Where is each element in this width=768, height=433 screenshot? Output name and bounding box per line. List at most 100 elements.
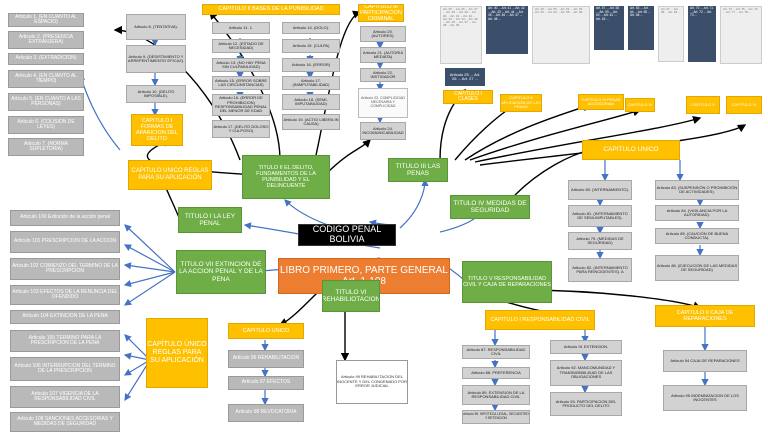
- cap-caja-reparaciones-label: CAPITULO II CAJA DE REPARACIONES: [676, 309, 734, 322]
- codigo-penal-box: CODIGO PENAL BOLIVIA: [298, 224, 396, 246]
- rehab-art-96-label: Articulo 96 REHABILITACION: [232, 355, 300, 362]
- titulo-6[interactable]: TITULO VI REHABILIOTACION: [322, 280, 380, 312]
- ley-art-1: Articulo 1. (EN CUANTO AL ESPACIO): [8, 13, 84, 27]
- titulo-3[interactable]: TITULO III LAS PENAS: [388, 158, 448, 182]
- rc-art-91-label: Articulo 91 EXTENSION.: [563, 343, 609, 349]
- pun2-4: Articulo 18. (SEMI-IMPUTABILIDAD): [282, 94, 340, 110]
- pun2-4-label: Articulo 18. (SEMI-IMPUTABILIDAD): [294, 96, 328, 106]
- formas-art-8-label: Articulo 8. (TENTATIVA).: [134, 23, 178, 29]
- ext-art-107: Articulo 107 VIGENCIA DE LA RESPONSABILI…: [10, 386, 120, 408]
- pun1-3: Articulo 15. (ERROR SOBRE LAS CIRCUNSTAN…: [212, 76, 270, 90]
- cap-small-3-label: CAPITULO IV: [627, 101, 653, 107]
- cap-unico-rehab-label: CAPITULO UNICO: [242, 327, 290, 334]
- part-art-24-label: Articulo 24. INCOMUNICABILIDAD: [362, 125, 404, 135]
- formas-art-8: Articulo 8. (TENTATIVA).: [126, 14, 186, 40]
- titulo-4-label: TITULO IV MEDIDAS DE SEGURIDAD: [453, 199, 527, 214]
- ext-art-105: Articulo 105 TERMINO PARA LA PRESCRIPCIO…: [10, 330, 120, 352]
- cap-small-2-label: CAPITULO III PENAS ACCESORIAS: [581, 96, 621, 106]
- rehab-art-99-label: Articulo 99 REHABILITACION DEL INOCENTE …: [337, 374, 407, 389]
- rc-art-91: Articulo 91 EXTENSION.: [550, 340, 622, 354]
- pun1-5-label: Articulo 17. (DELITO DOLOSO Y CULPOSO): [213, 123, 269, 133]
- part-note: Articulo 23. COMPLICIDAD NECESARIA Y COM…: [358, 88, 408, 118]
- pun1-1-label: Articulo 12. (ESTADO DE NECESIDAD): [218, 40, 264, 50]
- pun2-3-label: Articulo 17. (INIMPUTABILIDAD): [292, 77, 330, 87]
- med-art-85: Articulo 85. (CAUCIÓN DE BUENA CONDUCTA)…: [655, 228, 739, 244]
- penas-list-1: Art. 25 ... Art. 26 ... Art. 27 ... Art.…: [440, 6, 482, 64]
- arrow-t2-art24: [324, 139, 371, 176]
- ext-art-103-label: Articulo 103 EFECTOS DE LA RENUNCIA DEL …: [12, 288, 118, 300]
- link-libro-t3: [399, 178, 429, 229]
- cap-small-5-label: CAPITULO VI: [731, 101, 757, 107]
- arrow-t6-unico: [278, 289, 321, 326]
- ley-art-5-label: Articulo 5. (EN CUANTO A LAS PERSONAS): [11, 95, 81, 107]
- ley-art-3-label: Articulo 3. (EXTRADICION): [15, 55, 77, 62]
- titulo-7[interactable]: TITULO VII EXTINCION DE LA ACCION PENAL …: [176, 250, 266, 294]
- pun1-5: Articulo 17. (DELITO DOLOSO Y CULPOSO): [212, 120, 270, 138]
- cap-unico-rehab: CAPITULO UNICO: [228, 323, 304, 339]
- rc-art-90: Articulo 90. HIPOTECA LEGAL, SECUESTRO Y…: [462, 410, 530, 424]
- med-art-85-label: Articulo 85. (CAUCIÓN DE BUENA CONDUCTA)…: [665, 230, 729, 240]
- cap-participacion: CAPITULO III PARTICIPACION CRIMINAL: [358, 4, 404, 22]
- titulo-4[interactable]: TITULO IV MEDIDAS DE SEGURIDAD: [450, 195, 530, 219]
- med-art-82: Articulo 82. (INTERNAMIENTO PARA REINCID…: [568, 258, 632, 282]
- med-art-80-label: Articulo 80. (INTERNAMIENTO).: [571, 186, 629, 192]
- penas-list-8-label: Art. 74 ... Art. 75 ... Art. 76 ... Art.…: [723, 7, 758, 15]
- codigo-penal-label: CODIGO PENAL BOLIVIA: [312, 224, 382, 244]
- ley-art-3: Articulo 3. (EXTRADICION): [8, 53, 84, 65]
- pun1-0-label: Articulo 11. 1.: [228, 24, 254, 30]
- cap-bases-punibilidad: CAPITULO II BASES DE LA PUNIBILIDAD: [202, 4, 340, 15]
- med-art-81: Articulo 81. (INTERNAMIENTO DE SEMI-IMPU…: [568, 205, 632, 227]
- caja-art-94: Articulo 94 CAJA DE REPARACIONES: [663, 350, 747, 372]
- cap-clases: CAPITULO I CLASES: [443, 90, 493, 104]
- med-art-86-label: Articulo 86. (EJECUCIÓN DE LAS MEDIDAS D…: [656, 262, 738, 272]
- ext-art-107-label: Articulo 107 VIGENCIA DE LA RESPONSABILI…: [31, 390, 99, 402]
- rehab-art-96: Articulo 96 REHABILITACION: [228, 350, 304, 368]
- pun1-0: Articulo 11. 1.: [212, 22, 270, 34]
- cap-unico-medidas-label: CAPITULO UNICO: [603, 146, 659, 154]
- cap-unico-reglas-top-label: CAPITULO UNICO REGLAS PARA SU APLICACIÓN: [131, 168, 209, 181]
- ley-art-4: Articulo 4. (EN CUANTO AL TIEMPO): [8, 70, 84, 88]
- ext-art-102-label: Articulo 102 COMIENZO DEL TERMINO DE LA …: [12, 262, 118, 274]
- rehab-art-97: Articulo 97 EFECTOS: [228, 376, 304, 390]
- pun2-3: Articulo 17. (INIMPUTABILIDAD): [282, 76, 340, 90]
- cap-small-5: CAPITULO VI: [726, 96, 762, 114]
- penas-list-8: Art. 74 ... Art. 75 ... Art. 76 ... Art.…: [720, 6, 762, 64]
- med-art-80: Articulo 80. (INTERNAMIENTO).: [568, 180, 632, 200]
- penas-list-1-label: Art. 25 ... Art. 26 ... Art. 27 ... Art.…: [443, 7, 478, 28]
- titulo-1[interactable]: TITULO I LA LEY PENAL: [178, 207, 242, 233]
- part-art-24: Articulo 24. INCOMUNICABILIDAD: [360, 122, 406, 140]
- part-art-22-label: Articulo 22. INSTIGADOR: [370, 69, 396, 79]
- part-art-21-label: Articulo 21. (AUTORIA MEDIATA): [362, 49, 404, 59]
- cap-clases-label: CAPITULO I CLASES: [454, 90, 482, 102]
- ext-art-105-label: Articulo 105 TERMINO PARA LA PRESCRIPCIO…: [28, 334, 102, 346]
- penas-list-4-label: Art. 57 ... Art. 58 ... Art. 59 ... Art.…: [596, 6, 620, 21]
- med-art-81-label: Articulo 81. (INTERNAMIENTO DE SEMI-IMPU…: [572, 210, 628, 220]
- penas-list-2-label: Art. 40 ... Art. 41 ... Art. 42 ... Art.…: [488, 6, 525, 21]
- rc-art-88: Articulo 88. PREFERENCIA: [462, 367, 530, 379]
- rc-art-90-label: Articulo 90. HIPOTECA LEGAL, SECUESTRO Y…: [463, 412, 529, 420]
- titulo-2[interactable]: TITULO II EL DELITO, FUNDAMENTOS DE LA P…: [242, 155, 330, 199]
- arrow-t3-c4: [469, 108, 642, 161]
- pun1-1: Articulo 12. (ESTADO DE NECESIDAD): [212, 39, 270, 53]
- penas-list-5-label: Art. 63 ... Art. 64 ... Art. 65 ... Art.…: [630, 6, 651, 18]
- ext-art-103: Articulo 103 EFECTOS DE LA RENUNCIA DEL …: [10, 285, 120, 305]
- cap-caja-reparaciones: CAPITULO II CAJA DE REPARACIONES: [655, 305, 755, 327]
- titulo-3-label: TITULO III LAS PENAS: [395, 162, 441, 177]
- titulo-6-label: TITULO VI REHABILIOTACION: [322, 288, 380, 303]
- penas-list-4: Art. 57 ... Art. 58 ... Art. 59 ... Art.…: [594, 6, 624, 50]
- ext-art-108: Articulo 108 SANCIONES ACCESORIAS Y MEDI…: [10, 412, 120, 432]
- titulo-5[interactable]: TITULO V RESPONSABILIDAD CIVIL Y CAJA DE…: [462, 261, 552, 303]
- med-art-82-label: Articulo 82. (INTERNAMIENTO PARA REINCID…: [572, 264, 628, 274]
- pun1-3-label: Articulo 15. (ERROR SOBRE LAS CIRCUNSTAN…: [214, 77, 267, 87]
- penas-list-5: Art. 63 ... Art. 64 ... Art. 65 ... Art.…: [628, 6, 654, 50]
- rc-art-89: Articulo 89. EXTENSION DE LA RESPONSABIL…: [462, 385, 530, 405]
- formas-art-9-label: Articulo 9. (DESISTIMIENTO Y ARREPENTIMI…: [127, 53, 185, 63]
- cap-resp-civil: CAPITULO I RESPONSABILIDAD CIVIL: [485, 310, 595, 330]
- formas-art-9: Articulo 9. (DESISTIMIENTO Y ARREPENTIMI…: [126, 45, 186, 73]
- ext-art-101-label: Articulo 101 PRESCRIPCION DE LA ACCION: [14, 238, 116, 245]
- med-art-83-label: Articulo 83. (SUSPENSIÓN O PROHIBICIÓN D…: [656, 184, 738, 194]
- cap-small-1: CAPITULO II APLICACIÓN DE LAS PENAS: [500, 94, 542, 112]
- ext-art-106: Articulo 106 INTERRUPCION DEL TERMINO DE…: [10, 357, 120, 381]
- caja-art-95: Articulo 95 INDEMNIZACION DE LOS INOCENT…: [663, 385, 747, 411]
- ley-art-6-label: Articulo 6. (COLISION DE LEYES): [17, 118, 75, 130]
